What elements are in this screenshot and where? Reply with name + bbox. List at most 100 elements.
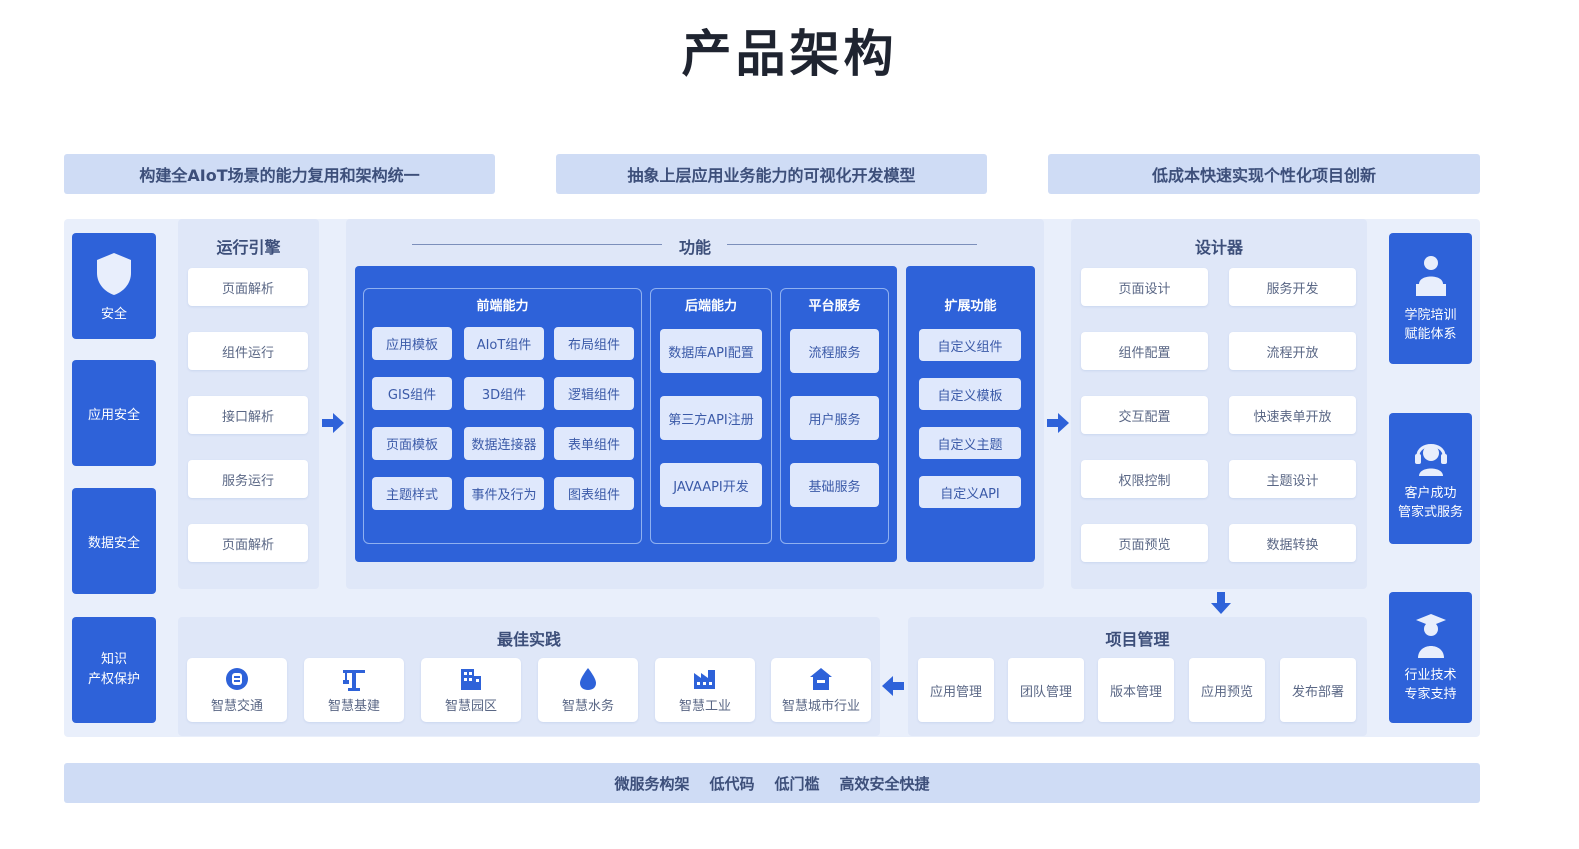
frontend-item: 表单组件 — [554, 427, 634, 460]
expert-label: 行业技术 专家支持 — [1404, 667, 1457, 702]
designer-item: 服务开发 — [1229, 268, 1356, 306]
footer-item: 低门槛 — [774, 774, 820, 793]
extension-item: 自定义主题 — [919, 427, 1021, 459]
best-practice-panel — [178, 617, 880, 736]
frontend-item: 事件及行为 — [464, 477, 544, 510]
divider — [412, 244, 662, 245]
runtime-item: 页面解析 — [188, 524, 308, 562]
designer-item: 权限控制 — [1081, 460, 1208, 498]
designer-item: 页面预览 — [1081, 524, 1208, 562]
page-title: 产品架构 — [681, 25, 898, 83]
extension-title: 扩展功能 — [944, 299, 997, 314]
best-practice-item: 智慧交通 — [187, 658, 287, 722]
building-icon — [461, 668, 481, 690]
customer-success-label: 客户成功 管家式服务 — [1397, 485, 1463, 520]
platform-item: 基础服务 — [790, 463, 879, 507]
platform-item: 用户服务 — [790, 396, 879, 440]
best-practice-item: 智慧城市行业 — [771, 658, 871, 722]
security-label: 安全 — [100, 306, 127, 322]
backend-item: 数据库API配置 — [660, 329, 762, 373]
security-card: 安全 — [72, 233, 156, 339]
runtime-item: 组件运行 — [188, 332, 308, 370]
factory-icon — [694, 669, 715, 689]
runtime-item: 接口解析 — [188, 396, 308, 434]
frontend-item: 数据连接器 — [464, 427, 544, 460]
project-mgmt-title: 项目管理 — [1105, 630, 1170, 649]
customer-success-card: 客户成功 管家式服务 — [1389, 413, 1472, 544]
frontend-title: 前端能力 — [476, 299, 529, 314]
best-practice-label: 智慧水务 — [561, 698, 614, 714]
training-card: 学院培训 赋能体系 — [1389, 233, 1472, 364]
platform-title: 平台服务 — [808, 299, 861, 314]
best-practice-item: 智慧基建 — [304, 658, 404, 722]
designer-item: 数据转换 — [1229, 524, 1356, 562]
frontend-item: 主题样式 — [372, 477, 452, 510]
best-practice-item: 智慧园区 — [421, 658, 521, 722]
shield-icon — [97, 252, 131, 295]
app-security-label: 应用安全 — [87, 407, 140, 423]
footer-bar: 微服务构架 低代码 低门槛 高效安全快捷 — [64, 763, 1480, 803]
extension-item: 自定义组件 — [919, 329, 1021, 361]
backend-group — [650, 288, 772, 544]
banner-right: 低成本快速实现个性化项目创新 — [1048, 154, 1480, 194]
data-security-label: 数据安全 — [87, 535, 140, 551]
best-practice-item: 智慧水务 — [538, 658, 638, 722]
expert-icon — [1415, 613, 1446, 658]
frontend-item: 图表组件 — [554, 477, 634, 510]
runtime-title: 运行引擎 — [216, 238, 281, 257]
frontend-item: 页面模板 — [372, 427, 452, 460]
backend-item: 第三方API注册 — [660, 396, 762, 440]
project-mgmt-item: 发布部署 — [1280, 658, 1356, 722]
expert-card: 行业技术 专家支持 — [1389, 592, 1472, 723]
divider — [727, 244, 977, 245]
extension-item: 自定义API — [919, 476, 1021, 508]
designer-item: 流程开放 — [1229, 332, 1356, 370]
ip-protection-label: 知识 产权保护 — [87, 652, 140, 687]
arrow-right-icon — [322, 413, 344, 433]
water-drop-icon — [580, 667, 596, 690]
designer-item: 主题设计 — [1229, 460, 1356, 498]
project-mgmt-item: 版本管理 — [1098, 658, 1174, 722]
trainer-icon — [1415, 255, 1446, 296]
best-practice-label: 智慧基建 — [327, 698, 380, 714]
extension-item: 自定义模板 — [919, 378, 1021, 410]
designer-item: 组件配置 — [1081, 332, 1208, 370]
runtime-item: 服务运行 — [188, 460, 308, 498]
project-mgmt-item: 应用管理 — [918, 658, 994, 722]
crane-icon — [343, 669, 365, 691]
footer-item: 低代码 — [709, 774, 755, 793]
house-icon — [810, 667, 832, 690]
functions-title: 功能 — [678, 238, 711, 257]
backend-title: 后端能力 — [684, 299, 737, 314]
frontend-item: 3D组件 — [464, 377, 544, 410]
project-mgmt-item: 应用预览 — [1189, 658, 1265, 722]
platform-item: 流程服务 — [790, 329, 879, 373]
platform-group — [780, 288, 889, 544]
best-practice-label: 智慧城市行业 — [781, 698, 860, 714]
frontend-item: AIoT组件 — [464, 327, 544, 360]
arrow-left-icon — [882, 676, 904, 696]
footer-item: 微服务构架 — [614, 774, 690, 793]
best-practice-label: 智慧交通 — [210, 698, 263, 714]
banner-left: 构建全AIoT场景的能力复用和架构统一 — [64, 154, 495, 194]
best-practice-item: 智慧工业 — [655, 658, 755, 722]
data-security-card: 数据安全 — [72, 488, 156, 594]
arrow-right-icon — [1047, 413, 1069, 433]
traffic-icon — [226, 667, 248, 690]
extension-box — [906, 266, 1035, 562]
banner-center: 抽象上层应用业务能力的可视化开发模型 — [556, 154, 987, 194]
best-practice-title: 最佳实践 — [496, 630, 561, 649]
app-security-card: 应用安全 — [72, 360, 156, 466]
arrow-down-icon — [1211, 592, 1231, 614]
frontend-item: GIS组件 — [372, 377, 452, 410]
frontend-item: 应用模板 — [372, 327, 452, 360]
frontend-item: 逻辑组件 — [554, 377, 634, 410]
project-mgmt-item: 团队管理 — [1008, 658, 1084, 722]
designer-item: 交互配置 — [1081, 396, 1208, 434]
designer-item: 页面设计 — [1081, 268, 1208, 306]
training-label: 学院培训 赋能体系 — [1404, 307, 1457, 342]
frontend-item: 布局组件 — [554, 327, 634, 360]
best-practice-label: 智慧工业 — [678, 698, 731, 714]
frontend-group — [363, 288, 642, 544]
designer-item: 快速表单开放 — [1229, 396, 1356, 434]
